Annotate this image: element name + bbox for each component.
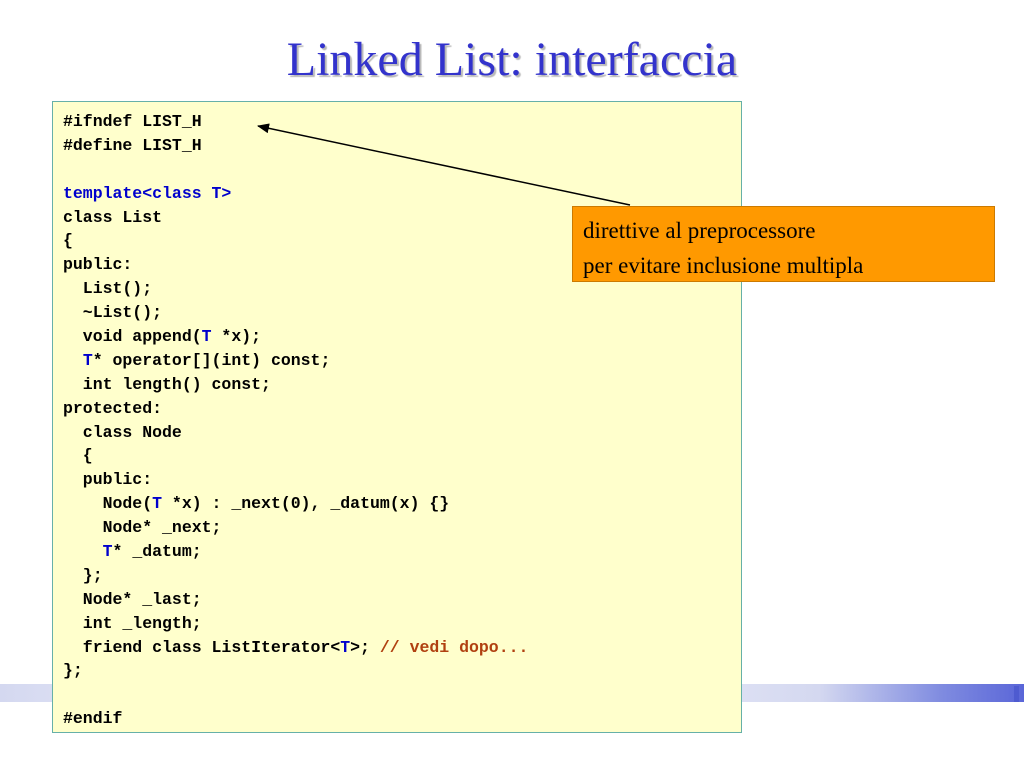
code-block: #ifndef LIST_H #define LIST_H template<cl… <box>52 101 742 733</box>
code-line: class List <box>63 206 731 230</box>
code-text: *x); <box>211 327 262 347</box>
code-line: void append(T *x); <box>63 325 731 349</box>
code-keyword: T <box>82 350 93 370</box>
code-line: #define LIST_H <box>63 134 731 158</box>
code-text <box>63 351 83 370</box>
code-keyword: template<class T> <box>63 183 232 203</box>
code-text: * operator[](int) const; <box>92 350 331 370</box>
code-text: ~List(); <box>63 303 163 323</box>
code-line: }; <box>63 659 731 683</box>
code-keyword: T <box>340 637 351 657</box>
code-line: ~List(); <box>63 301 731 325</box>
code-text: #ifndef LIST_H <box>63 112 202 131</box>
code-line: template<class T> <box>63 182 731 206</box>
code-keyword: T <box>152 494 163 514</box>
code-line: List(); <box>63 277 731 301</box>
code-line <box>63 683 731 707</box>
code-line: public: <box>63 468 731 492</box>
code-text: #endif <box>63 709 123 729</box>
code-line: { <box>63 444 731 468</box>
code-line: protected: <box>63 397 731 421</box>
code-line: int length() const; <box>63 373 731 397</box>
code-line: T* _datum; <box>63 540 731 564</box>
code-text: class Node <box>63 422 182 442</box>
code-text: List(); <box>63 279 153 299</box>
code-text: * _datum; <box>112 542 202 562</box>
code-line: }; <box>63 564 731 588</box>
callout-box: direttive al preprocessore per evitare i… <box>572 206 995 282</box>
code-text: Node* _last; <box>63 589 202 609</box>
code-text <box>63 542 103 561</box>
code-text: #define LIST_H <box>63 135 202 155</box>
code-line: Node* _next; <box>63 516 731 540</box>
code-text: { <box>63 446 93 466</box>
callout-line-1: direttive al preprocessore <box>583 218 816 243</box>
code-keyword: T <box>102 542 113 562</box>
code-line: int _length; <box>63 612 731 636</box>
code-text: }; <box>63 565 103 585</box>
code-text: }; <box>63 661 83 681</box>
code-text: int _length; <box>63 613 202 633</box>
code-text: public: <box>63 470 153 490</box>
code-text: >; <box>350 637 380 657</box>
code-line: #endif <box>63 707 731 731</box>
code-text: Node( <box>63 494 153 514</box>
code-comment: // vedi dopo... <box>379 637 529 657</box>
code-line: Node* _last; <box>63 588 731 612</box>
code-text: protected: <box>63 398 163 418</box>
code-text: friend class ListIterator< <box>63 637 341 657</box>
code-text: public: <box>63 255 133 275</box>
code-line: T* operator[](int) const; <box>63 349 731 373</box>
code-line <box>63 158 731 182</box>
code-line: Node(T *x) : _next(0), _datum(x) {} <box>63 492 731 516</box>
code-text: *x) : _next(0), _datum(x) {} <box>162 494 450 514</box>
slide-title: Linked List: interfaccia <box>286 33 738 86</box>
code-line: #ifndef LIST_H <box>63 110 731 134</box>
code-text: class List <box>63 207 163 227</box>
code-keyword: T <box>201 327 212 347</box>
callout-line-2: per evitare inclusione multipla <box>583 253 864 278</box>
code-text: int length() const; <box>63 374 271 394</box>
code-line: { <box>63 229 731 253</box>
code-line: class Node <box>63 421 731 445</box>
code-line: friend class ListIterator<T>; // vedi do… <box>63 636 731 660</box>
code-text: void append( <box>63 327 202 347</box>
code-line: public: <box>63 253 731 277</box>
code-text: Node* _next; <box>63 518 222 538</box>
decorative-bar-end <box>1014 686 1019 702</box>
code-text: { <box>63 231 73 251</box>
